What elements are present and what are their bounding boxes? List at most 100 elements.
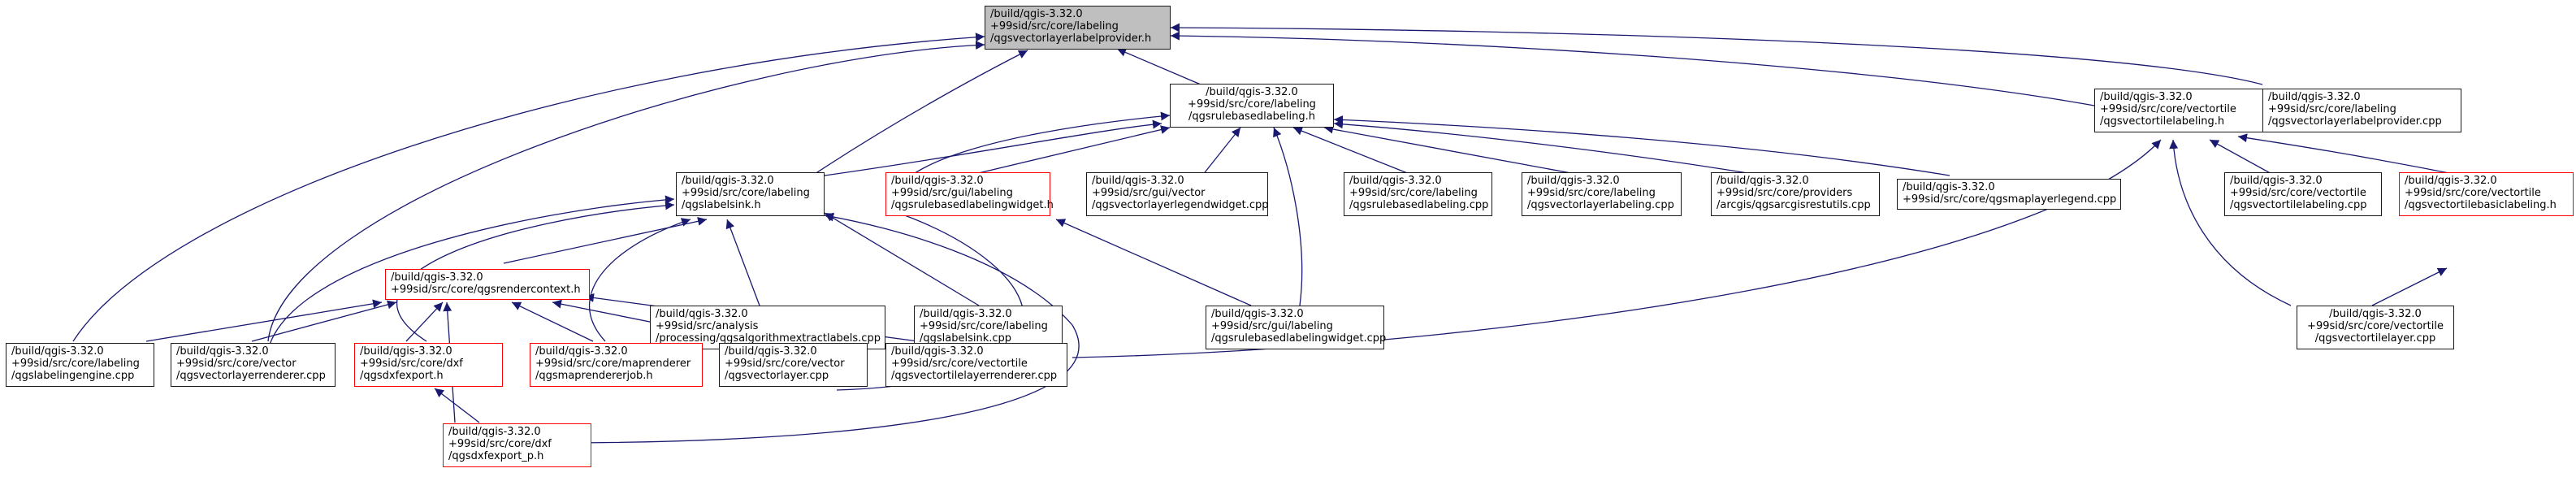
edge-maplegend-to-rulebased xyxy=(1333,115,1950,176)
node-qgsvectortilelabeling-cpp[interactable]: /build/qgis-3.32.0+99sid/src/core/vector… xyxy=(2224,172,2382,216)
node-qgsvectorlayerlabelprovider-cpp[interactable]: /build/qgis-3.32.0+99sid/src/core/labeli… xyxy=(2262,89,2461,132)
node-line: /qgsrulebasedlabelingwidget.cpp xyxy=(1211,332,1387,345)
node-line: +99sid/src/core/labeling xyxy=(990,20,1119,33)
node-line: +99sid/src/core/vector xyxy=(725,358,845,370)
node-line: +99sid/src/core/vectortile xyxy=(2307,320,2444,332)
node-line: +99sid/src/core/providers xyxy=(1717,187,1853,199)
edge-arcgis-to-rulebased xyxy=(1333,119,1764,176)
node-qgsdxfexport-h[interactable]: /build/qgis-3.32.0+99sid/src/core/dxf/qg… xyxy=(354,343,503,387)
node-qgsvectortilelayerrenderer-cpp[interactable]: /build/qgis-3.32.0+99sid/src/core/vector… xyxy=(885,343,1067,387)
node-line: /qgslabelsink.h xyxy=(682,199,761,211)
node-line: +99sid/src/core/qgsrendercontext.h xyxy=(391,284,581,296)
node-qgslabelingengine-cpp[interactable]: /build/qgis-3.32.0+99sid/src/core/labeli… xyxy=(6,343,154,387)
edge-labelsinkcpp-to-labelsink xyxy=(824,212,980,306)
node-line: /qgsdxfexport.h xyxy=(360,370,444,382)
node-line: /build/qgis-3.32.0 xyxy=(682,175,774,187)
node-qgsvectortilelabeling-h[interactable]: /build/qgis-3.32.0+99sid/src/core/vector… xyxy=(2094,89,2266,132)
node-line: /qgslabelingengine.cpp xyxy=(11,370,135,382)
edge-dxfp-to-labelsink xyxy=(552,212,1080,444)
edge-engine-to-root xyxy=(72,33,985,342)
node-line: /qgsmaprendererjob.h xyxy=(535,370,653,382)
node-line: /build/qgis-3.32.0 xyxy=(891,345,984,358)
node-line: +99sid/src/core/dxf xyxy=(360,358,463,370)
edge-providercpp-to-root xyxy=(1170,23,2263,85)
node-line: /build/qgis-3.32.0 xyxy=(2230,175,2323,187)
node-line: +99sid/src/core/dxf xyxy=(448,438,552,450)
node-line: /build/qgis-3.32.0 xyxy=(391,271,483,284)
node-line: +99sid/src/core/maprenderer xyxy=(535,358,691,370)
node-qgslabelsink-h[interactable]: /build/qgis-3.32.0+99sid/src/core/labeli… xyxy=(676,172,825,216)
node-line: +99sid/src/gui/labeling xyxy=(891,187,1013,199)
node-line: +99sid/src/core/labeling xyxy=(682,187,810,199)
node-line: /processing/qgsalgorithmextractlabels.cp… xyxy=(656,332,881,345)
node-qgsvectortilebasiclabeling-h[interactable]: /build/qgis-3.32.0+99sid/src/core/vector… xyxy=(2399,172,2574,216)
node-qgsmaprendererjob-h[interactable]: /build/qgis-3.32.0+99sid/src/core/mapren… xyxy=(530,343,703,387)
edge-vlrenderer-rc xyxy=(251,300,397,342)
node-line: /build/qgis-3.32.0 xyxy=(990,8,1083,20)
edge-vlrenderer-labelsink xyxy=(267,195,675,350)
node-line: /build/qgis-3.32.0 xyxy=(1092,175,1184,187)
node-line: /build/qgis-3.32.0 xyxy=(2405,175,2497,187)
node-line: /qgsrulebasedlabelingwidget.h xyxy=(891,199,1054,211)
node-qgsvectorlayer-cpp[interactable]: /build/qgis-3.32.0+99sid/src/core/vector… xyxy=(719,343,868,387)
node-qgsrulebasedlabelingwidget-h[interactable]: /build/qgis-3.32.0+99sid/src/gui/labelin… xyxy=(885,172,1054,216)
node-line: /build/qgis-3.32.0 xyxy=(2268,91,2361,103)
edge-rblcpp-to-rulebased xyxy=(1273,127,1303,306)
node-line: /qgsvectortilelayer.cpp xyxy=(2314,332,2436,345)
node-qgsvectorlayerlegendwidget-cpp[interactable]: /build/qgis-3.32.0+99sid/src/gui/vector/… xyxy=(1086,172,1268,216)
node-line: /build/qgis-3.32.0 xyxy=(656,308,748,320)
edge-vtlabeling-to-root xyxy=(1170,31,2095,106)
node-line: +99sid/src/core/labeling xyxy=(920,320,1048,332)
node-qgsvectortilelayer-cpp[interactable]: /build/qgis-3.32.0+99sid/src/core/vector… xyxy=(2297,306,2454,349)
node-line: /qgsvectorlayerlabelprovider.cpp xyxy=(2268,115,2442,128)
node-qgsarcgisrestutils-cpp[interactable]: /build/qgis-3.32.0+99sid/src/core/provid… xyxy=(1711,172,1880,216)
node-line: /qgsvectortilebasiclabeling.h xyxy=(2405,199,2557,211)
node-line: +99sid/src/core/labeling xyxy=(1527,187,1656,199)
node-qgsrulebasedlabeling-h[interactable]: /build/qgis-3.32.0+99sid/src/core/labeli… xyxy=(1170,84,1334,128)
node-line: +99sid/src/gui/vector xyxy=(1092,187,1206,199)
node-qgsmaplayerlegend-cpp[interactable]: /build/qgis-3.32.0+99sid/src/core/qgsmap… xyxy=(1897,179,2121,210)
node-line: /qgsvectortilelayerrenderer.cpp xyxy=(891,370,1058,382)
edge-rulebased-to-root xyxy=(1116,48,1201,85)
node-qgsrendercontext-h[interactable]: /build/qgis-3.32.0+99sid/src/core/qgsren… xyxy=(385,269,590,300)
edge-maprjob-rc xyxy=(511,301,594,342)
node-qgslabelsink-cpp[interactable]: /build/qgis-3.32.0+99sid/src/core/labeli… xyxy=(914,306,1063,349)
node-line: /arcgis/qgsarcgisrestutils.cpp xyxy=(1717,199,1871,211)
node-qgsvectorlayerrenderer-cpp[interactable]: /build/qgis-3.32.0+99sid/src/core/vector… xyxy=(171,343,336,387)
node-line: /build/qgis-3.32.0 xyxy=(1717,175,1809,187)
edge-rbwidgetcpp-to-rbwidgeth xyxy=(1055,219,1252,306)
node-line: /build/qgis-3.32.0 xyxy=(535,345,628,358)
node-line: +99sid/src/core/labeling xyxy=(1349,187,1478,199)
edge-vtlayer-to-vtbasic xyxy=(2371,267,2448,306)
node-qgsrulebasedlabelingwidget-cpp[interactable]: /build/qgis-3.32.0+99sid/src/gui/labelin… xyxy=(1206,306,1387,349)
node-line: +99sid/src/gui/labeling xyxy=(1211,320,1333,332)
node-qgsrulebasedlabeling-cpp[interactable]: /build/qgis-3.32.0+99sid/src/core/labeli… xyxy=(1344,172,1492,216)
edge-rbwidgeth-to-rulebased xyxy=(968,125,1171,176)
node-line: +99sid/src/core/qgsmaplayerlegend.cpp xyxy=(1903,193,2117,206)
node-line: +99sid/src/core/labeling xyxy=(1188,98,1316,111)
node-qgsdxfexport-p-h[interactable]: /build/qgis-3.32.0+99sid/src/core/dxf/qg… xyxy=(443,423,591,467)
edge-vtlcpp-to-vtlabeling xyxy=(2209,139,2275,176)
node-qgsvectorlayerlabeling-cpp[interactable]: /build/qgis-3.32.0+99sid/src/core/labeli… xyxy=(1522,172,1682,216)
node-line: /qgsvectorlayerlegendwidget.cpp xyxy=(1092,199,1269,211)
node-qgsalgorithmextractlabels-cpp[interactable]: /build/qgis-3.32.0+99sid/src/analysis/pr… xyxy=(650,306,885,349)
node-line: /build/qgis-3.32.0 xyxy=(11,345,104,358)
edge-dxf-rc xyxy=(405,301,444,342)
node-line: /build/qgis-3.32.0 xyxy=(176,345,269,358)
node-line: /qgslabelsink.cpp xyxy=(920,332,1012,345)
node-line: /build/qgis-3.32.0 xyxy=(448,426,541,438)
edge-maprendererjob-to-labelsink xyxy=(588,218,691,342)
node-line: /build/qgis-3.32.0 xyxy=(2329,308,2422,320)
node-line: /build/qgis-3.32.0 xyxy=(360,345,452,358)
node-line: /qgsvectortilelabeling.h xyxy=(2100,115,2225,128)
edge-rendercontext-to-labelsink xyxy=(503,216,708,264)
node-line: +99sid/src/core/labeling xyxy=(11,358,140,370)
edge-dxfp-dxf xyxy=(434,388,480,423)
node-line: /qgsrulebasedlabeling.cpp xyxy=(1349,199,1489,211)
node-line: +99sid/src/core/labeling xyxy=(2268,103,2396,115)
node-line: /build/qgis-3.32.0 xyxy=(891,175,984,187)
node-line: /build/qgis-3.32.0 xyxy=(1349,175,1442,187)
edge-legendwidget-to-rulebased xyxy=(1201,127,1241,176)
